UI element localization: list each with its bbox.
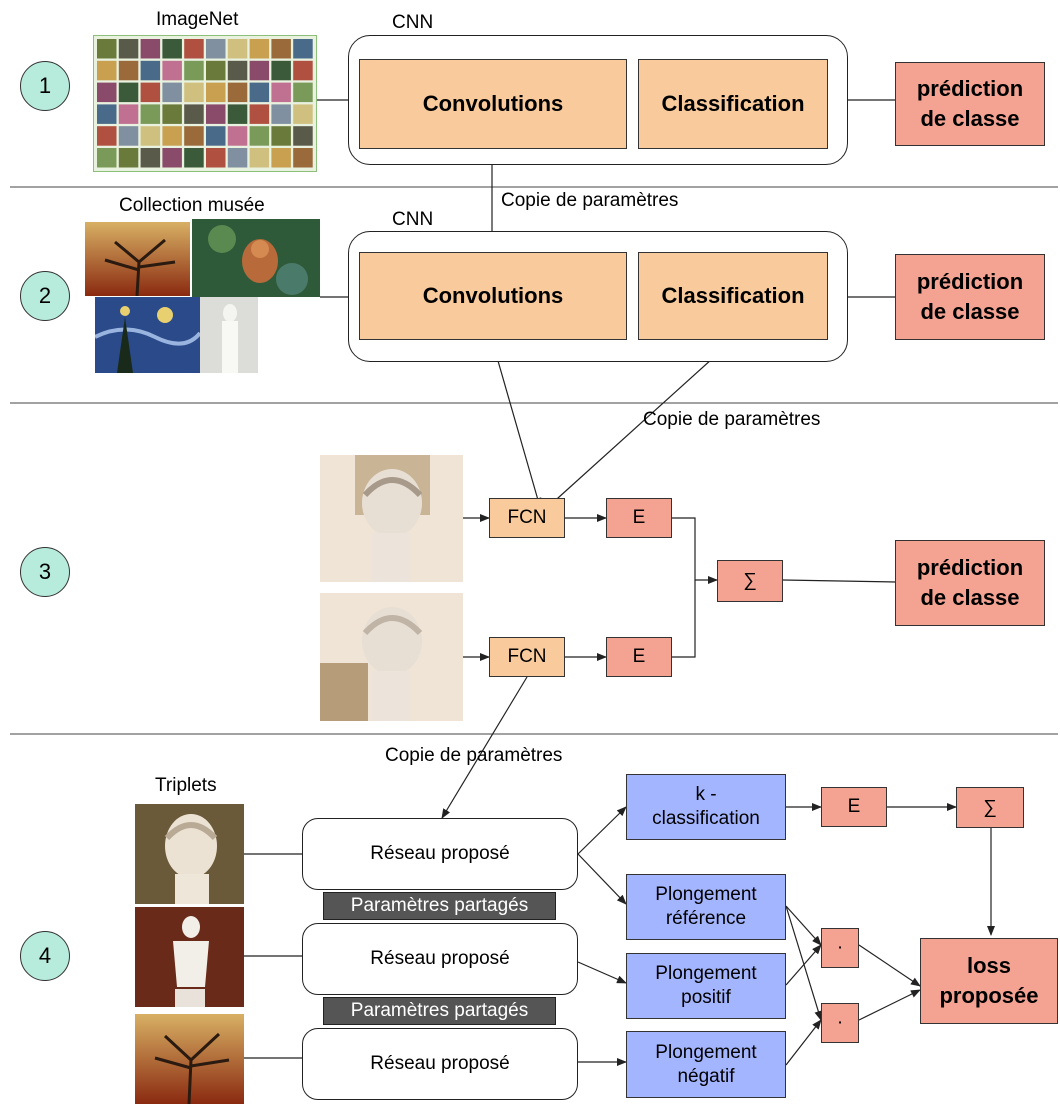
imagenet-grid-image bbox=[93, 35, 317, 172]
e-block-4: E bbox=[821, 787, 887, 827]
e-block-2: E bbox=[606, 637, 672, 677]
convolutions-block-2: Convolutions bbox=[359, 252, 627, 340]
sum-block-4: ∑ bbox=[956, 787, 1024, 828]
shared-parameters-bar-2: Paramètres partagés bbox=[323, 997, 556, 1025]
classification-block-2: Classification bbox=[638, 252, 828, 340]
step-1-badge: 1 bbox=[20, 61, 70, 111]
triplet-anchor-image bbox=[135, 804, 244, 904]
triplets-label: Triplets bbox=[155, 775, 217, 796]
step-4-badge: 4 bbox=[20, 931, 70, 981]
proposed-network-2: Réseau proposé bbox=[302, 923, 578, 995]
statue-crop-image-2 bbox=[320, 593, 463, 721]
proposed-network-1: Réseau proposé bbox=[302, 818, 578, 890]
proposed-network-3: Réseau proposé bbox=[302, 1028, 578, 1100]
museum-painting-starry-night bbox=[95, 297, 200, 373]
triplet-negative-image bbox=[135, 1014, 244, 1104]
parameter-copy-label-1: Copie de paramètres bbox=[501, 190, 679, 211]
convolutions-block-1: Convolutions bbox=[359, 59, 627, 149]
parameter-copy-label-3: Copie de paramètres bbox=[385, 745, 563, 766]
section-separators bbox=[10, 186, 1058, 735]
step-2-badge: 2 bbox=[20, 271, 70, 321]
dot-product-block-2: · bbox=[821, 1003, 859, 1043]
fcn-block-2: FCN bbox=[489, 637, 565, 677]
sum-block-3: ∑ bbox=[717, 560, 783, 602]
museum-painting-dog bbox=[192, 219, 320, 297]
step-3-badge: 3 bbox=[20, 547, 70, 597]
cnn-label-2: CNN bbox=[392, 209, 434, 230]
statue-crop-image-1 bbox=[320, 455, 463, 582]
fcn-block-1: FCN bbox=[489, 498, 565, 538]
museum-photo-statue bbox=[200, 297, 258, 373]
e-block-1: E bbox=[606, 498, 672, 538]
k-classification-block: k -classification bbox=[626, 774, 786, 840]
imagenet-label: ImageNet bbox=[156, 9, 239, 30]
museum-painting-tree bbox=[85, 222, 190, 296]
parameter-copy-label-2: Copie de paramètres bbox=[643, 409, 821, 430]
shared-parameters-bar-1: Paramètres partagés bbox=[323, 892, 556, 920]
classification-block-1: Classification bbox=[638, 59, 828, 149]
triplet-positive-image bbox=[135, 907, 244, 1007]
dot-product-block-1: · bbox=[821, 928, 859, 968]
cnn-label-1: CNN bbox=[392, 12, 434, 33]
collection-label: Collection musée bbox=[119, 195, 265, 216]
